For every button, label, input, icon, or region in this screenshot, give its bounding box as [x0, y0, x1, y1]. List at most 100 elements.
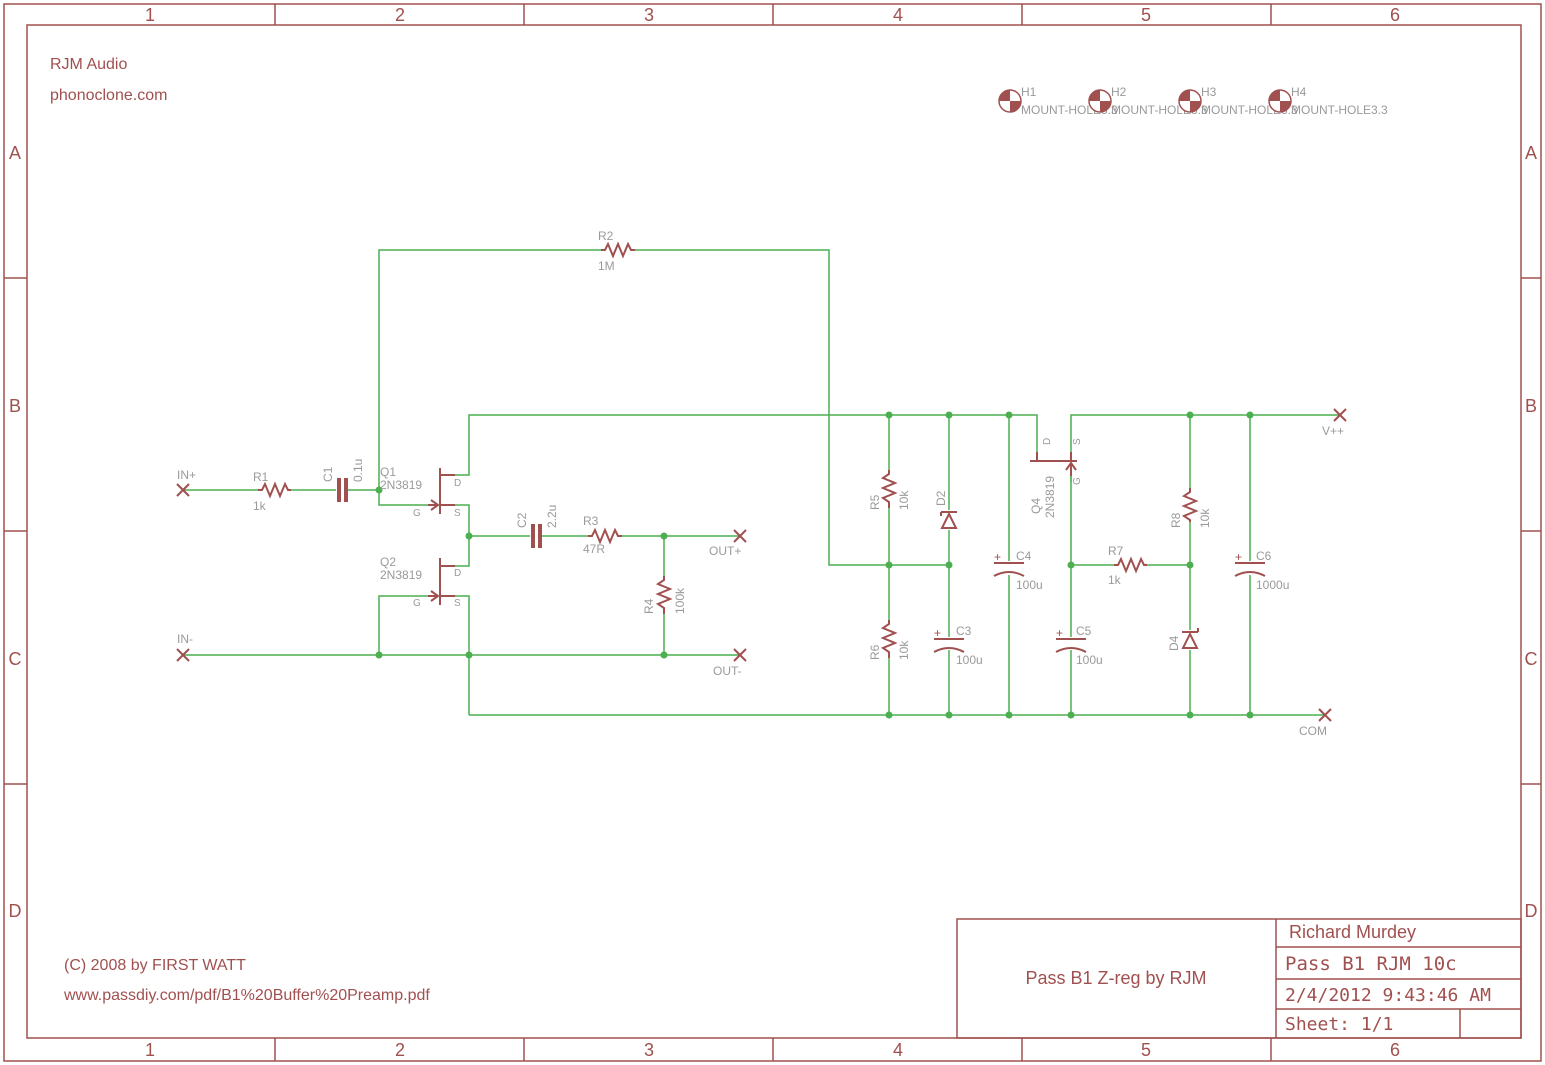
- mount-hole-h4: H4 MOUNT-HOLE3.3: [1268, 85, 1388, 117]
- row-label: A: [1525, 143, 1537, 163]
- pin-label: G: [1072, 477, 1083, 485]
- polarity-mark: +: [994, 550, 1001, 564]
- component-value: 0.1u: [351, 459, 365, 482]
- drawing-frame: 1 2 3 4 5 6 1 2 3 4 5 6 A B C D A B C D: [3, 3, 1542, 1062]
- component-name: C1: [321, 466, 335, 482]
- component-name: Q4: [1029, 498, 1043, 514]
- component-name: C4: [1016, 549, 1032, 563]
- pin-label: D: [454, 478, 461, 489]
- capacitor-c2[interactable]: C2 2.2u: [515, 505, 559, 548]
- drawing-title: Pass B1 Z-reg by RJM: [1025, 968, 1206, 988]
- component-value: 10k: [1198, 508, 1212, 528]
- component-name: R3: [583, 514, 599, 528]
- column-label: 4: [893, 1040, 903, 1060]
- pin-label: S: [454, 508, 461, 519]
- zener-diode-d2[interactable]: D2: [934, 490, 958, 529]
- jfet-q2[interactable]: Q2 2N3819 D S G: [380, 555, 461, 609]
- net-label: IN+: [177, 468, 196, 482]
- component-value: 2N3819: [1043, 476, 1057, 518]
- polarity-mark: +: [1235, 550, 1242, 564]
- title-block: Richard Murdey Pass B1 RJM 10c 2/4/2012 …: [956, 918, 1522, 1039]
- row-label: C: [9, 649, 22, 669]
- component-value: 2.2u: [545, 505, 559, 528]
- net-in-minus[interactable]: IN-: [176, 632, 193, 662]
- net-in-plus[interactable]: IN+: [176, 468, 196, 497]
- pin-label: D: [1042, 438, 1053, 445]
- component-name: C3: [956, 624, 972, 638]
- net-com[interactable]: COM: [1299, 708, 1332, 738]
- row-label: C: [1525, 649, 1538, 669]
- capacitor-c6[interactable]: + C6 1000u: [1234, 549, 1289, 592]
- row-label: D: [9, 901, 22, 921]
- component-value: 100k: [673, 587, 687, 614]
- column-label: 2: [395, 1040, 405, 1060]
- component-name: Q2: [380, 555, 396, 569]
- net-label: COM: [1299, 724, 1327, 738]
- resistor-r1[interactable]: R1 1k: [253, 470, 291, 513]
- component-name: D4: [1167, 635, 1181, 651]
- copyright-note: (C) 2008 by FIRST WATT: [64, 957, 246, 974]
- polarity-mark: +: [1056, 626, 1063, 640]
- component-name: Q1: [380, 465, 396, 479]
- pin-label: S: [454, 598, 461, 609]
- capacitor-c3[interactable]: + C3 100u: [933, 624, 983, 667]
- reference-url: www.passdiy.com/pdf/B1%20Buffer%20Preamp…: [63, 987, 430, 1004]
- row-label: B: [9, 396, 21, 416]
- column-label: 4: [893, 5, 903, 25]
- column-label: 3: [644, 1040, 654, 1060]
- junction-dots: [375, 411, 1254, 719]
- component-value: 47R: [583, 542, 605, 556]
- component-name: C6: [1256, 549, 1272, 563]
- column-label: 5: [1141, 5, 1151, 25]
- jfet-q4[interactable]: D S G Q4 2N3819: [1029, 438, 1083, 518]
- column-label: 5: [1141, 1040, 1151, 1060]
- component-name: R4: [642, 598, 656, 614]
- component-value: 1k: [1108, 573, 1122, 587]
- mount-hole-name: H2: [1111, 85, 1127, 99]
- component-name: R7: [1108, 544, 1124, 558]
- pin-label: G: [413, 508, 421, 519]
- component-value: 10k: [897, 640, 911, 660]
- net-vpp[interactable]: V++: [1322, 408, 1347, 438]
- component-name: D2: [934, 490, 948, 506]
- component-name: R8: [1169, 512, 1183, 528]
- net-label: V++: [1322, 424, 1344, 438]
- date-time: 2/4/2012 9:43:46 AM: [1285, 985, 1491, 1006]
- resistor-r2[interactable]: R2 1M: [598, 229, 635, 273]
- resistor-r7[interactable]: R7 1k: [1108, 544, 1147, 587]
- pin-label: D: [454, 568, 461, 579]
- net-label: OUT+: [709, 544, 741, 558]
- column-label: 1: [145, 1040, 155, 1060]
- company-name: RJM Audio: [50, 56, 127, 73]
- column-label: 2: [395, 5, 405, 25]
- resistor-r4[interactable]: R4 100k: [642, 576, 687, 614]
- resistor-r8[interactable]: R8 10k: [1169, 488, 1212, 528]
- component-value: 100u: [1016, 578, 1043, 592]
- column-label: 3: [644, 5, 654, 25]
- capacitor-c4[interactable]: + C4 100u: [993, 549, 1043, 592]
- component-value: 10k: [897, 490, 911, 510]
- component-name: C2: [515, 512, 529, 528]
- component-value: 1000u: [1256, 578, 1289, 592]
- mount-hole-name: H4: [1291, 85, 1307, 99]
- capacitor-c1[interactable]: C1 0.1u: [321, 459, 365, 502]
- pin-label: S: [1072, 438, 1083, 445]
- resistor-r5[interactable]: R5 10k: [868, 470, 911, 510]
- row-label: B: [1525, 396, 1537, 416]
- component-value: 100u: [956, 653, 983, 667]
- capacitor-c5[interactable]: + C5 100u: [1055, 624, 1103, 667]
- mount-hole-name: H1: [1021, 85, 1037, 99]
- component-name: C5: [1076, 624, 1092, 638]
- company-website: phonoclone.com: [50, 87, 167, 104]
- component-value: 2N3819: [380, 478, 422, 492]
- net-out-minus[interactable]: OUT-: [713, 648, 747, 678]
- column-label: 1: [145, 5, 155, 25]
- zener-diode-d4[interactable]: D4: [1167, 628, 1199, 651]
- component-name: R1: [253, 470, 269, 484]
- resistor-r3[interactable]: R3 47R: [583, 514, 622, 556]
- net-out-plus[interactable]: OUT+: [709, 529, 747, 558]
- component-value: 2N3819: [380, 568, 422, 582]
- jfet-q1[interactable]: Q1 2N3819 D S G: [380, 465, 461, 519]
- resistor-r6[interactable]: R6 10k: [868, 620, 911, 660]
